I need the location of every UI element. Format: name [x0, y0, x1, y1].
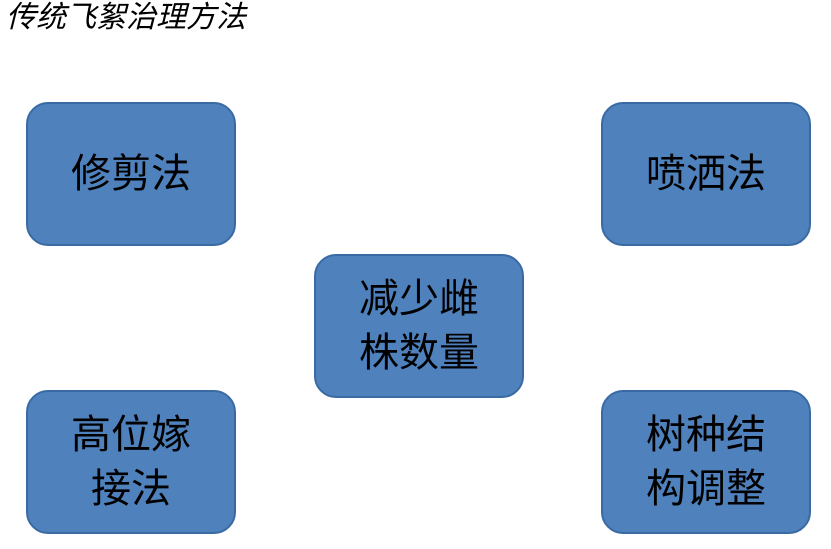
central-goal-label-line-1: 减少雌: [359, 276, 479, 322]
method-box-species-structure: 树种结 构调整: [601, 390, 811, 534]
method-label-pruning: 修剪法: [71, 151, 191, 197]
method-box-spraying: 喷洒法: [601, 102, 811, 246]
page-title: 传统飞絮治理方法: [6, 0, 246, 35]
central-goal-label-line-2: 株数量: [359, 330, 479, 376]
method-label-species-line-2: 构调整: [646, 466, 766, 512]
method-label-species-line-1: 树种结: [646, 412, 766, 458]
method-label-grafting-line-2: 接法: [91, 466, 171, 512]
method-box-pruning: 修剪法: [26, 102, 236, 246]
method-box-grafting: 高位嫁 接法: [26, 390, 236, 534]
method-label-grafting-line-1: 高位嫁: [71, 412, 191, 458]
central-goal-box: 减少雌 株数量: [314, 254, 524, 398]
method-label-spraying: 喷洒法: [646, 151, 766, 197]
